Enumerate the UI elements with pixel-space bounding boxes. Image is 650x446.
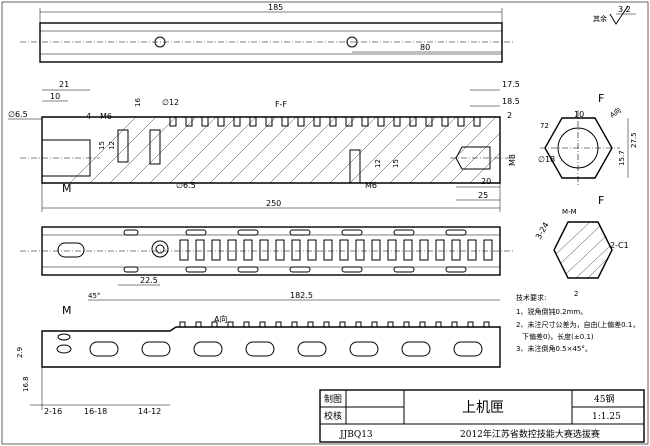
- dim-18-5: 18.5: [502, 97, 520, 106]
- notes-line1: 1、锐角倒钝0.2mm。: [516, 307, 587, 316]
- dim-2-16: 2-16: [44, 407, 62, 416]
- dim-hex-15-7: 15.7: [618, 150, 626, 166]
- front-view: 22.5 45° 182.5 M: [20, 226, 515, 317]
- dim-20: 20: [481, 177, 491, 186]
- dim-45: 45°: [88, 292, 100, 300]
- dim-m6-top: M6: [100, 112, 112, 121]
- label-a-view: A向: [214, 314, 227, 324]
- dim-phi65-left: ∅6.5: [8, 110, 28, 119]
- dim-16: 16: [134, 98, 142, 107]
- dim-mm-2-c1: 2-C1: [610, 241, 629, 250]
- top-view: 185 80: [20, 3, 515, 63]
- notes-line3: 3、未注倒角0.5×45°。: [516, 344, 592, 353]
- dim-hex-27-5: 27.5: [630, 132, 638, 148]
- dim-hex-75: 72: [540, 122, 549, 130]
- dim-21: 21: [59, 80, 69, 89]
- dim-10: 10: [50, 92, 60, 101]
- dim-15b: 15: [392, 159, 400, 168]
- dim-2: 2: [507, 111, 512, 120]
- dim-mm-2: 2: [574, 290, 578, 298]
- dim-16-8: 16.8: [22, 376, 30, 392]
- side-view: A向 2.9 16.8 2: [16, 314, 501, 416]
- roughness-note: 其余: [593, 14, 607, 23]
- label-f-mid: F: [598, 194, 604, 207]
- roughness-symbol: 其余 3.2: [593, 5, 636, 25]
- mm-section: F M-M 3-24 2-C1 2: [534, 194, 629, 298]
- dim-12b: 12: [374, 159, 382, 168]
- label-mm: M-M: [562, 208, 577, 216]
- dim-hex-10: 10: [574, 110, 584, 119]
- dim-4: 4: [86, 112, 91, 121]
- dim-15a: 15: [98, 141, 106, 150]
- dim-phi65-bottom: ∅6.5: [176, 181, 196, 190]
- title-material: 45钢: [594, 393, 614, 405]
- dim-250: 250: [266, 199, 281, 208]
- technical-notes: 技术要求: 1、锐角倒钝0.2mm。 2、未注尺寸公差为，自由(上偏差0.1， …: [516, 293, 639, 353]
- dim-mm-3-24: 3-24: [534, 221, 551, 241]
- title-draw-label: 制图: [324, 393, 342, 405]
- dim-182-5: 182.5: [290, 291, 313, 300]
- dim-25: 25: [478, 191, 488, 200]
- section-ff: F-F: [8, 80, 520, 212]
- title-block: 制图 校核 上机匣 45钢 1:1.25 JJBQ13 2012年江苏省数控技能…: [319, 389, 645, 443]
- label-m-left: M: [62, 182, 72, 195]
- notes-heading: 技术要求:: [516, 293, 546, 302]
- dim-16-18: 16-18: [84, 407, 107, 416]
- dim-22-5: 22.5: [140, 276, 158, 285]
- dim-2-9: 2.9: [16, 347, 24, 358]
- dim-80: 80: [420, 43, 430, 52]
- title-scale: 1:1.25: [592, 412, 621, 422]
- title-drawing-no: JJBQ13: [339, 430, 373, 440]
- title-check-label: 校核: [324, 410, 342, 422]
- notes-line2b: 下偏差0)，长度(±0.1): [522, 332, 594, 341]
- dim-m6-bottom: M6: [365, 181, 377, 190]
- hex-view: F A向 10 72 ∅18 15.7 27.5: [538, 92, 638, 186]
- label-f-top: F: [598, 92, 604, 105]
- title-event: 2012年江苏省数控技能大赛选拔赛: [460, 428, 600, 440]
- label-m-bottom: M: [62, 304, 72, 317]
- dim-185: 185: [268, 3, 283, 12]
- dim-12a: 12: [108, 141, 116, 150]
- label-a-side: A向: [608, 105, 623, 119]
- roughness-value: 3.2: [618, 5, 631, 14]
- dim-phi12: ∅12: [162, 98, 179, 107]
- notes-line2: 2、未注尺寸公差为，自由(上偏差0.1，: [516, 320, 639, 329]
- dim-14-12: 14-12: [138, 407, 161, 416]
- dim-17-5: 17.5: [502, 80, 520, 89]
- title-part-name: 上机匣: [462, 400, 504, 416]
- dim-m8: M8: [508, 154, 517, 166]
- label-ff: F-F: [275, 100, 287, 109]
- dim-hex-phi18: ∅18: [538, 155, 555, 164]
